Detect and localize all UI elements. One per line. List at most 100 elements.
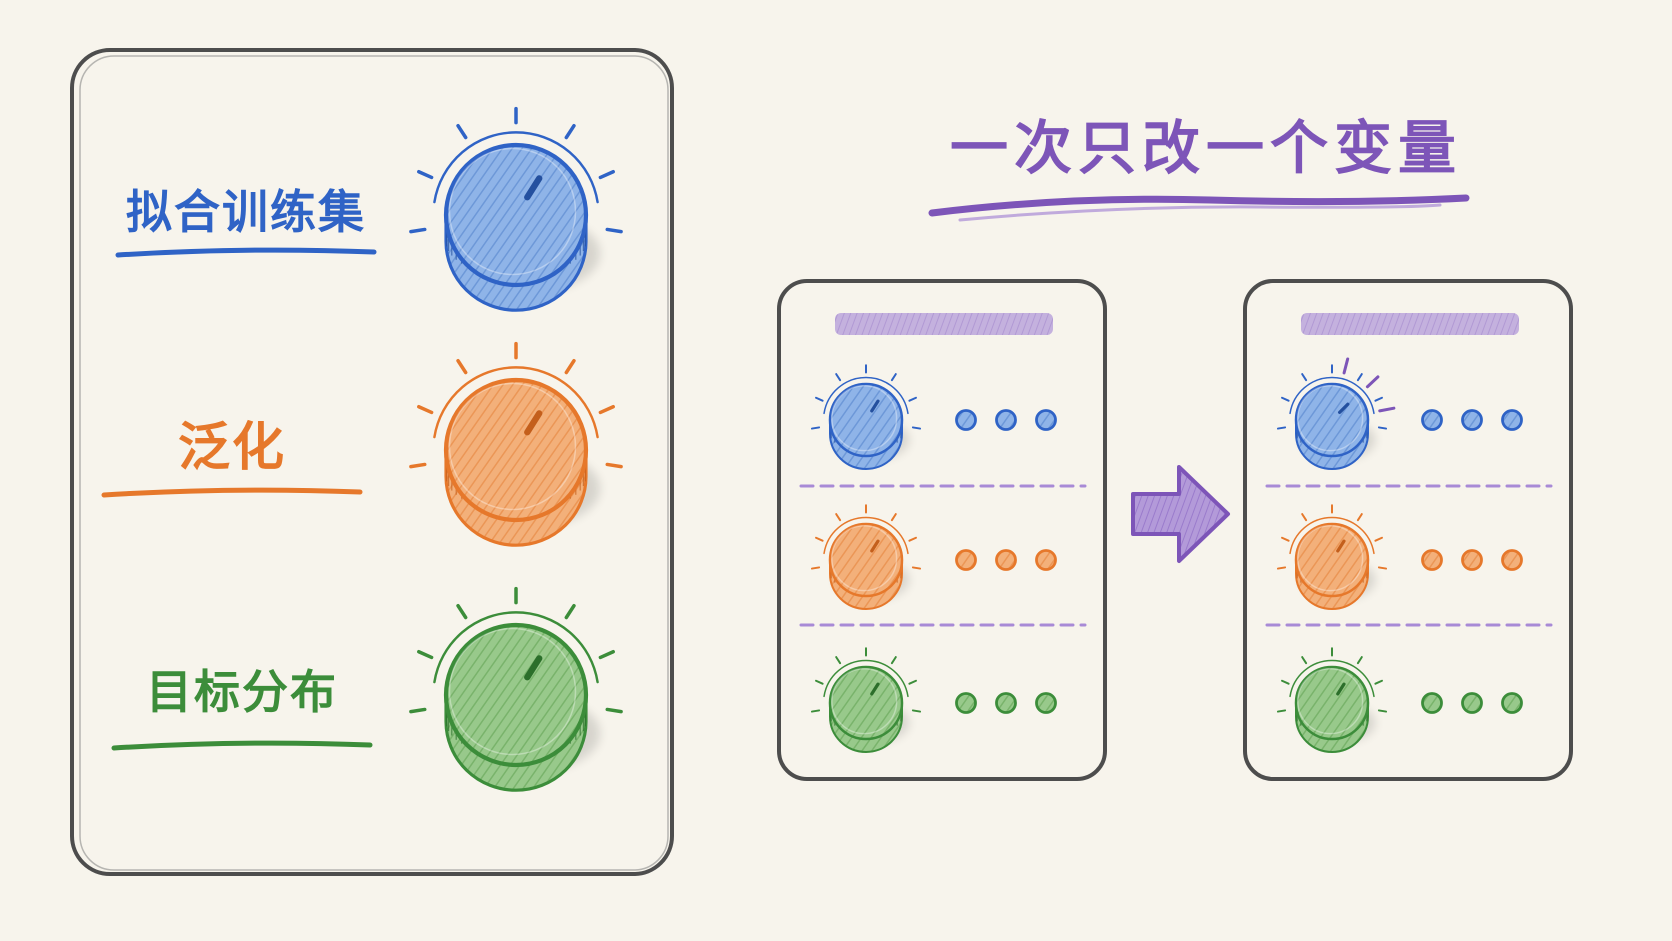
knob-face bbox=[1294, 382, 1370, 458]
knob-tick bbox=[564, 359, 576, 375]
knob-tick bbox=[1276, 566, 1287, 570]
knob-highlight bbox=[448, 627, 577, 756]
knob-face bbox=[828, 382, 904, 458]
knob-tick bbox=[890, 373, 897, 382]
knob-tick bbox=[815, 396, 824, 402]
knob-tick bbox=[605, 707, 623, 714]
knob-tick bbox=[1281, 679, 1290, 685]
knob-label-blue: 拟合训练集 bbox=[126, 185, 366, 239]
knob-arc bbox=[1289, 376, 1375, 415]
knob-tick bbox=[911, 426, 922, 430]
knob-tick bbox=[1356, 656, 1363, 665]
knob-highlight bbox=[831, 668, 898, 735]
left-row-green: 目标分布 bbox=[111, 586, 623, 792]
knob-highlight bbox=[1297, 525, 1364, 592]
knob-tick bbox=[1374, 679, 1383, 685]
knob-tick bbox=[1301, 373, 1308, 382]
knob-indicator bbox=[524, 655, 543, 681]
after-card-dot-blue bbox=[1421, 409, 1443, 431]
before-card-dot-orange bbox=[995, 549, 1017, 571]
before-card-header-bar bbox=[835, 313, 1053, 335]
knob-orange[interactable] bbox=[409, 341, 623, 547]
knob-blue[interactable] bbox=[409, 106, 623, 312]
before-card-knob-blue[interactable] bbox=[810, 364, 922, 470]
knob-tick bbox=[911, 709, 922, 713]
knob-tick bbox=[409, 707, 427, 714]
knob-highlight bbox=[448, 147, 577, 276]
knob-green[interactable] bbox=[409, 586, 623, 792]
right-title-group: 一次只改一个变量 bbox=[928, 114, 1470, 222]
knob-indicator bbox=[524, 175, 543, 201]
left-row-blue: 拟合训练集 bbox=[115, 106, 623, 312]
before-card-dot-green bbox=[955, 692, 977, 714]
after-card-knob-blue[interactable] bbox=[1276, 357, 1396, 470]
after-card-row-blue bbox=[1276, 357, 1523, 470]
label-underline bbox=[115, 247, 377, 258]
title-underline-thin bbox=[958, 203, 1442, 222]
knob-tick bbox=[835, 656, 842, 665]
knob-label-orange: 泛化 bbox=[178, 418, 286, 478]
knob-indicator bbox=[524, 410, 543, 436]
knob-arc bbox=[433, 611, 599, 684]
knob-tick bbox=[908, 536, 917, 542]
after-card-knob-green[interactable] bbox=[1276, 647, 1388, 753]
before-card-dot-blue bbox=[1035, 409, 1057, 431]
knob-tick bbox=[1276, 709, 1287, 713]
knob-tick bbox=[456, 604, 468, 620]
knob-tick bbox=[456, 124, 468, 140]
after-card-dot-green bbox=[1501, 692, 1523, 714]
knob-tick bbox=[911, 566, 922, 570]
knob-motion-mark bbox=[1378, 406, 1396, 413]
knob-arc bbox=[823, 376, 909, 415]
before-card-dot-blue bbox=[955, 409, 977, 431]
left-panel-frame-inner bbox=[79, 55, 669, 871]
after-card-dot-green bbox=[1421, 692, 1443, 714]
before-card-knob-orange[interactable] bbox=[810, 504, 922, 610]
knob-tick bbox=[1377, 709, 1388, 713]
knob-indicator bbox=[1336, 682, 1346, 696]
after-card-knob-orange[interactable] bbox=[1276, 504, 1388, 610]
knob-indicator bbox=[870, 682, 880, 696]
knob-tick bbox=[605, 462, 623, 469]
knob-tick bbox=[605, 227, 623, 234]
before-card-dot-green bbox=[995, 692, 1017, 714]
after-card-row-orange bbox=[1276, 504, 1523, 610]
after-card bbox=[1243, 279, 1573, 781]
knob-face bbox=[828, 665, 904, 741]
before-card-frame bbox=[777, 279, 1107, 781]
knob-tick bbox=[598, 169, 615, 180]
right-arrow-icon bbox=[1131, 465, 1230, 563]
knob-indicator bbox=[870, 539, 880, 553]
knob-arc bbox=[823, 659, 909, 698]
knob-tick bbox=[598, 404, 615, 415]
knob-indicator bbox=[1336, 539, 1346, 553]
knob-tick bbox=[835, 513, 842, 522]
after-card-dot-orange bbox=[1421, 549, 1443, 571]
knob-tick bbox=[1377, 566, 1388, 570]
after-card-dot-orange bbox=[1461, 549, 1483, 571]
knob-tick bbox=[890, 656, 897, 665]
knob-tick bbox=[456, 359, 468, 375]
after-card-dot-orange bbox=[1501, 549, 1523, 571]
left-row-orange: 泛化 bbox=[101, 341, 623, 547]
knob-tick bbox=[1356, 513, 1363, 522]
knob-face bbox=[1294, 665, 1370, 741]
knob-tick bbox=[564, 604, 576, 620]
after-card-dot-blue bbox=[1501, 409, 1523, 431]
knob-face bbox=[443, 142, 589, 288]
knob-tick bbox=[417, 404, 434, 415]
knob-tick bbox=[810, 566, 821, 570]
knob-highlight bbox=[448, 382, 577, 511]
before-card-dot-orange bbox=[955, 549, 977, 571]
before-card-knob-green[interactable] bbox=[810, 647, 922, 753]
before-card-row-green bbox=[810, 647, 1057, 753]
knob-motion-mark bbox=[1365, 375, 1380, 389]
knob-tick bbox=[598, 649, 615, 660]
knob-indicator bbox=[1338, 402, 1350, 414]
knob-tick bbox=[1281, 536, 1290, 542]
before-card bbox=[777, 279, 1107, 781]
knob-tick bbox=[1377, 426, 1388, 430]
knob-face bbox=[443, 622, 589, 768]
after-card-dot-green bbox=[1461, 692, 1483, 714]
